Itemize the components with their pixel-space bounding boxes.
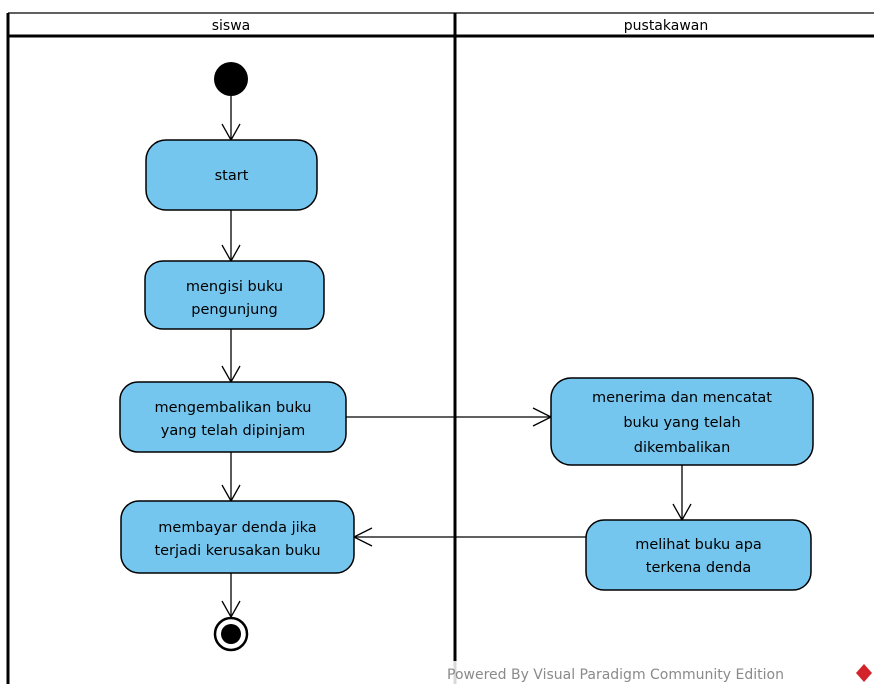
action-box-start	[145, 139, 318, 211]
action-label-mengisi-line2: pengunjung	[191, 302, 278, 318]
action-box-mengisi	[144, 260, 325, 330]
action-box-membayar	[120, 500, 355, 574]
watermark: Powered By Visual Paradigm Community Edi…	[445, 661, 874, 684]
action-label-menerima-line3: dikembalikan	[634, 440, 731, 456]
action-node-start: start	[145, 139, 318, 211]
action-node-menerima-dan-mencatat: menerima dan mencatat buku yang telah di…	[550, 377, 814, 466]
swimlane-frame	[6, 12, 874, 684]
action-label-mengembalikan-line1: mengembalikan buku	[155, 400, 312, 416]
final-node	[213, 616, 249, 652]
action-node-melihat-buku: melihat buku apa terkena denda	[585, 519, 812, 591]
action-box-menerima	[550, 377, 814, 466]
lane-title-siswa: siswa	[212, 18, 251, 34]
action-label-mengisi-line1: mengisi buku	[186, 279, 283, 295]
lane-title-pustakawan: pustakawan	[624, 18, 708, 34]
action-box-mengembalikan	[119, 381, 347, 453]
watermark-background	[445, 661, 874, 684]
action-label-mengembalikan-line2: yang telah dipinjam	[161, 423, 305, 439]
action-label-menerima-line1: menerima dan mencatat	[592, 390, 772, 406]
initial-node	[214, 62, 248, 96]
action-node-membayar-denda: membayar denda jika terjadi kerusakan bu…	[120, 500, 355, 574]
action-box-melihat	[585, 519, 812, 591]
action-label-melihat-line1: melihat buku apa	[635, 537, 762, 553]
action-label-menerima-line2: buku yang telah	[623, 415, 740, 431]
action-label-start: start	[215, 168, 249, 184]
action-label-membayar-line2: terjadi kerusakan buku	[154, 543, 320, 559]
watermark-text: Powered By Visual Paradigm Community Edi…	[447, 667, 784, 683]
action-label-melihat-line2: terkena denda	[646, 560, 751, 576]
action-label-membayar-line1: membayar denda jika	[158, 520, 316, 536]
action-node-mengisi-buku-pengunjung: mengisi buku pengunjung	[144, 260, 325, 330]
action-node-mengembalikan-buku: mengembalikan buku yang telah dipinjam	[119, 381, 347, 453]
visual-paradigm-logo-icon	[856, 664, 872, 682]
